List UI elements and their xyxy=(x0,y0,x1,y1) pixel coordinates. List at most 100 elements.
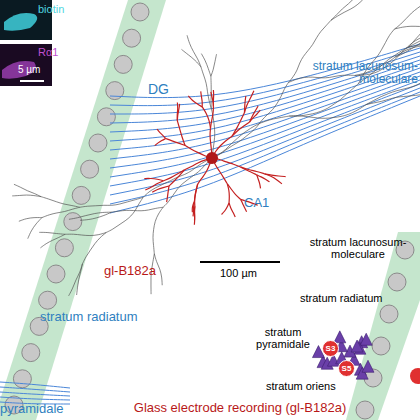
layer-label: pyramidale xyxy=(0,402,64,416)
boundary-line xyxy=(110,80,420,177)
dendrite-branch xyxy=(167,186,169,202)
pyramidal-cell xyxy=(334,331,346,343)
axon-branch xyxy=(289,105,366,119)
cell-body xyxy=(55,239,73,257)
layer-label: stratum lacunosum-moleculare xyxy=(296,236,420,260)
axon-branch xyxy=(153,207,163,253)
axon-trace xyxy=(12,0,420,296)
dendrite-branch xyxy=(177,103,179,121)
axon-branch xyxy=(201,54,211,77)
axon-branch xyxy=(331,0,367,20)
inset-scale-bar xyxy=(20,80,44,82)
cell-body xyxy=(356,401,374,419)
axon-branch xyxy=(82,233,106,264)
recorded-cell-marker xyxy=(410,368,420,384)
boundary-line xyxy=(110,44,420,98)
soma xyxy=(206,152,218,164)
axon-branch xyxy=(19,218,42,222)
cell-body xyxy=(64,213,82,231)
axon-branch xyxy=(69,212,111,219)
dendrite-branch xyxy=(152,186,169,192)
axon-branch xyxy=(289,84,358,117)
cell-body xyxy=(380,305,398,323)
cell-marker: S5 xyxy=(338,360,355,377)
cell-body xyxy=(81,160,99,178)
cell-body xyxy=(13,370,31,388)
axon-branch xyxy=(106,197,143,232)
axon-branch xyxy=(288,20,331,82)
axon-branch xyxy=(111,207,163,212)
cell-number: S3 xyxy=(322,340,339,357)
cell-body xyxy=(123,29,141,47)
cell-bodies xyxy=(356,241,414,419)
axon-branch xyxy=(69,264,83,296)
axon-branch xyxy=(406,21,420,48)
boundary-line xyxy=(0,382,70,388)
cell-body xyxy=(89,134,107,152)
layer-label: stratum radiatum xyxy=(40,310,138,324)
layer-label: DG xyxy=(148,82,169,97)
dendrite-branch xyxy=(213,90,215,107)
axon-branch xyxy=(395,0,420,29)
layer-label: gl-B182a xyxy=(104,264,156,278)
dendrite-branch xyxy=(257,175,270,182)
cell-number: S5 xyxy=(338,360,355,377)
dendrite-trace xyxy=(144,90,285,225)
axon-branch xyxy=(40,234,65,248)
axon-branch xyxy=(77,264,83,295)
dendrite-branch xyxy=(177,121,185,145)
layer-label: Rα1 xyxy=(38,46,58,58)
pyramidal-band-right xyxy=(346,232,420,420)
axon-branch xyxy=(143,158,212,197)
dendrite-branch xyxy=(164,170,185,181)
axon-branch xyxy=(331,0,388,20)
axon-branch xyxy=(288,75,355,82)
axon-branch xyxy=(80,212,111,220)
axon-branch xyxy=(395,26,420,32)
axon-branch xyxy=(12,195,41,197)
boundary-line xyxy=(0,387,70,392)
pyramidal-cell xyxy=(362,360,374,372)
dendrite-branch xyxy=(188,96,202,107)
boundary-line xyxy=(110,56,420,123)
boundary-line xyxy=(110,96,420,213)
layer-label: biotin xyxy=(38,3,64,15)
dendrite-branch xyxy=(157,129,166,138)
dendrite-branch xyxy=(244,91,253,113)
layer-label: stratum oriens xyxy=(266,380,336,392)
cell-body xyxy=(22,344,40,362)
marker-circle xyxy=(339,361,355,377)
cell-body xyxy=(388,273,406,291)
layer-label: 100 µm xyxy=(220,267,257,279)
boundary-line xyxy=(110,88,420,195)
dendrite-branch xyxy=(240,167,264,174)
axon-branch xyxy=(366,93,420,105)
layer-boundaries xyxy=(0,44,420,404)
axon-branch xyxy=(182,49,201,66)
boundary-line xyxy=(110,92,420,204)
cell-body xyxy=(47,265,65,283)
cell-body xyxy=(131,3,149,21)
layer-label: 5 µm xyxy=(18,64,40,75)
boundary-line xyxy=(0,392,70,396)
pyramidal-band-left xyxy=(0,0,166,420)
dendrite-branch xyxy=(232,113,244,137)
dendrite-branch xyxy=(201,91,203,106)
boundary-line xyxy=(110,52,420,114)
dendrite-branch xyxy=(192,202,194,212)
layer-label: stratum radiatum xyxy=(300,292,383,304)
axon-branch xyxy=(187,35,201,67)
pyramidal-cell xyxy=(351,340,363,352)
cell-body xyxy=(72,186,90,204)
dendrite-branch xyxy=(227,184,240,200)
axon-branch xyxy=(211,54,217,76)
cell-marker: S3 xyxy=(322,340,339,357)
dendrite-branch xyxy=(193,202,194,217)
axon-branch xyxy=(212,83,288,158)
dendrite-branch xyxy=(232,122,250,136)
axon-branch xyxy=(395,42,420,57)
dendrite-branch xyxy=(229,203,235,217)
dendrite-branch xyxy=(265,174,282,184)
dendrite-branch xyxy=(211,107,214,128)
